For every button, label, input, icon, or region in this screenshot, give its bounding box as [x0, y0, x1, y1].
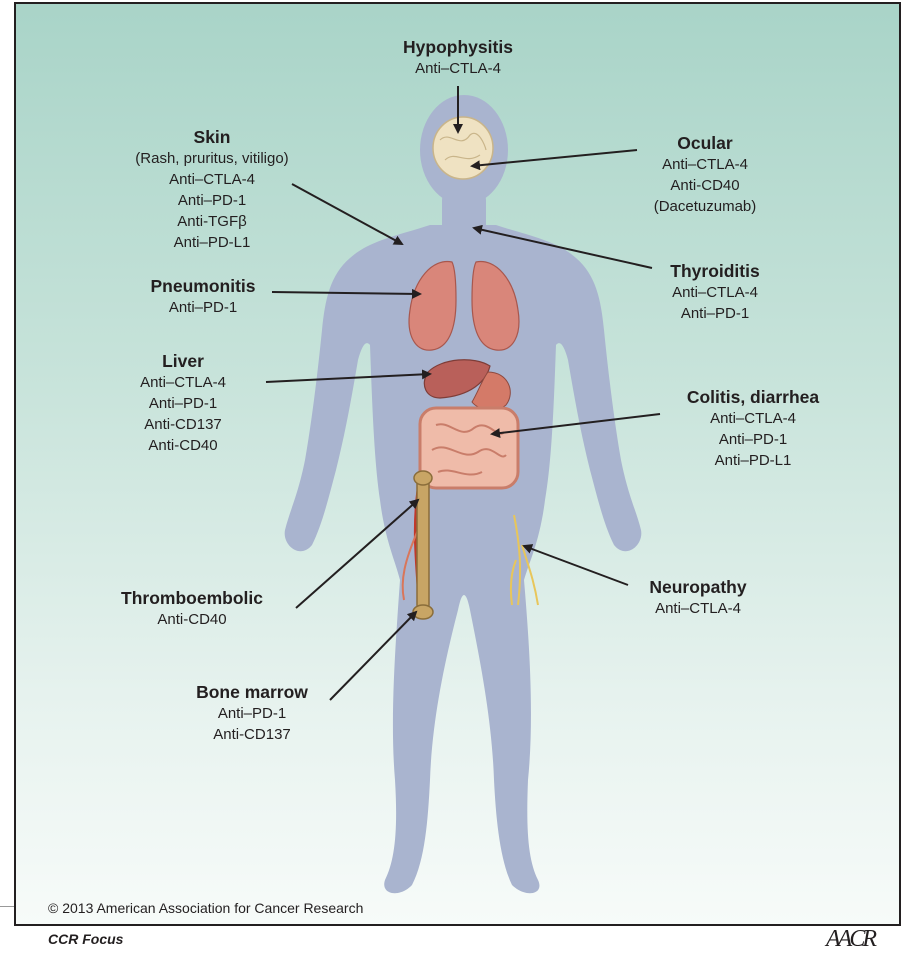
skin-line: Anti-TGFβ — [82, 211, 342, 232]
thyroiditis-line: Anti–CTLA-4 — [630, 282, 800, 303]
thromboembolic-title: Thromboembolic — [92, 587, 292, 609]
skin-line: Anti–PD-L1 — [82, 232, 342, 253]
colitis-line: Anti–PD-1 — [658, 429, 848, 450]
liver-line: Anti-CD40 — [108, 435, 258, 456]
label-hypophysitis: Hypophysitis Anti–CTLA-4 — [378, 36, 538, 79]
label-bone-marrow: Bone marrow Anti–PD-1 Anti-CD137 — [172, 681, 332, 745]
label-thromboembolic: Thromboembolic Anti-CD40 — [92, 587, 292, 630]
pneumonitis-line: Anti–PD-1 — [118, 297, 288, 318]
bone-marrow-title: Bone marrow — [172, 681, 332, 703]
thyroiditis-title: Thyroiditis — [630, 260, 800, 282]
label-neuropathy: Neuropathy Anti–CTLA-4 — [618, 576, 778, 619]
liver-title: Liver — [108, 350, 258, 372]
skin-line: Anti–PD-1 — [82, 190, 342, 211]
liver-line: Anti–CTLA-4 — [108, 372, 258, 393]
colitis-line: Anti–CTLA-4 — [658, 408, 848, 429]
thyroiditis-line: Anti–PD-1 — [630, 303, 800, 324]
colitis-line: Anti–PD-L1 — [658, 450, 848, 471]
arrow-neuropathy — [524, 546, 628, 585]
ocular-line: (Dacetuzumab) — [620, 196, 790, 217]
thromboembolic-line: Anti-CD40 — [92, 609, 292, 630]
skin-line: (Rash, pruritus, vitiligo) — [82, 148, 342, 169]
hypophysitis-title: Hypophysitis — [378, 36, 538, 58]
label-pneumonitis: Pneumonitis Anti–PD-1 — [118, 275, 288, 318]
label-liver: Liver Anti–CTLA-4 Anti–PD-1 Anti-CD137 A… — [108, 350, 258, 456]
copyright-text: © 2013 American Association for Cancer R… — [48, 900, 363, 916]
label-ocular: Ocular Anti–CTLA-4 Anti-CD40 (Dacetuzuma… — [620, 132, 790, 217]
label-colitis: Colitis, diarrhea Anti–CTLA-4 Anti–PD-1 … — [658, 386, 848, 471]
neuropathy-title: Neuropathy — [618, 576, 778, 598]
aacr-logo: AACR — [826, 926, 874, 953]
ocular-line: Anti-CD40 — [620, 175, 790, 196]
colitis-title: Colitis, diarrhea — [658, 386, 848, 408]
skin-line: Anti–CTLA-4 — [82, 169, 342, 190]
neuropathy-line: Anti–CTLA-4 — [618, 598, 778, 619]
bone-marrow-line: Anti-CD137 — [172, 724, 332, 745]
liver-line: Anti–PD-1 — [108, 393, 258, 414]
liver-line: Anti-CD137 — [108, 414, 258, 435]
label-thyroiditis: Thyroiditis Anti–CTLA-4 Anti–PD-1 — [630, 260, 800, 324]
bone-marrow-line: Anti–PD-1 — [172, 703, 332, 724]
label-skin: Skin (Rash, pruritus, vitiligo) Anti–CTL… — [82, 126, 342, 253]
ocular-title: Ocular — [620, 132, 790, 154]
hypophysitis-line: Anti–CTLA-4 — [378, 58, 538, 79]
skin-title: Skin — [82, 126, 342, 148]
pneumonitis-title: Pneumonitis — [118, 275, 288, 297]
journal-name: CCR Focus — [48, 931, 123, 947]
ocular-line: Anti–CTLA-4 — [620, 154, 790, 175]
